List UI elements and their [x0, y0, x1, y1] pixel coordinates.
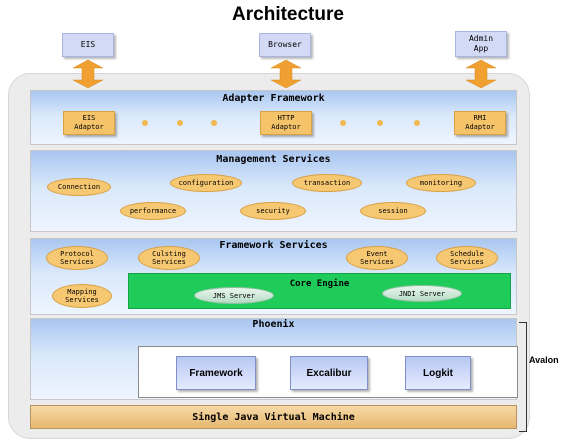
- monitoring-service[interactable]: monitoring: [406, 174, 476, 192]
- adapter-framework-title: Adapter Framework: [222, 93, 325, 104]
- framework-services-title: Framework Services: [219, 240, 328, 251]
- management-services-title: Management Services: [216, 154, 331, 165]
- configuration-service[interactable]: configuration: [170, 174, 242, 192]
- schedule-services[interactable]: Schedule Services: [436, 246, 498, 270]
- double-arrow-icon: [466, 60, 496, 88]
- framework-component[interactable]: Framework: [176, 356, 256, 390]
- client-browser-box[interactable]: Browser: [259, 33, 311, 57]
- ellipsis-dot: [211, 120, 217, 126]
- client-admin-app-box[interactable]: Admin App: [455, 31, 507, 57]
- event-services[interactable]: Event Services: [346, 246, 408, 270]
- performance-service[interactable]: performance: [120, 202, 186, 220]
- http-adaptor[interactable]: HTTP Adaptor: [260, 111, 312, 135]
- page-title: Architecture: [232, 4, 344, 25]
- protocol-services[interactable]: Protocol Services: [46, 246, 108, 270]
- avalon-label: Avalon: [529, 355, 559, 365]
- double-arrow-icon: [73, 60, 103, 88]
- ellipsis-dot: [142, 120, 148, 126]
- eis-adaptor[interactable]: EIS Adaptor: [63, 111, 115, 135]
- ellipsis-dot: [414, 120, 420, 126]
- security-service[interactable]: security: [240, 202, 306, 220]
- core-engine-title: Core Engine: [289, 279, 350, 289]
- excalibur-component[interactable]: Excalibur: [290, 356, 368, 390]
- session-service[interactable]: session: [360, 202, 426, 220]
- mapping-services[interactable]: Mapping Services: [52, 284, 112, 308]
- double-arrow-icon: [271, 60, 301, 88]
- jndi-server[interactable]: JNDI Server: [382, 285, 462, 302]
- client-eis-box[interactable]: EIS: [62, 33, 114, 57]
- logkit-component[interactable]: Logkit: [405, 356, 471, 390]
- culsting-services[interactable]: Culsting Services: [138, 246, 200, 270]
- transaction-service[interactable]: transaction: [292, 174, 362, 192]
- jvm-bar: Single Java Virtual Machine: [30, 405, 517, 429]
- jms-server[interactable]: JMS Server: [194, 287, 274, 304]
- ellipsis-dot: [377, 120, 383, 126]
- phoenix-title: Phoenix: [252, 319, 295, 330]
- ellipsis-dot: [340, 120, 346, 126]
- rmi-adaptor[interactable]: RMI Adaptor: [454, 111, 506, 135]
- avalon-bracket: [519, 322, 527, 432]
- connection-service[interactable]: Connection: [47, 178, 111, 196]
- ellipsis-dot: [177, 120, 183, 126]
